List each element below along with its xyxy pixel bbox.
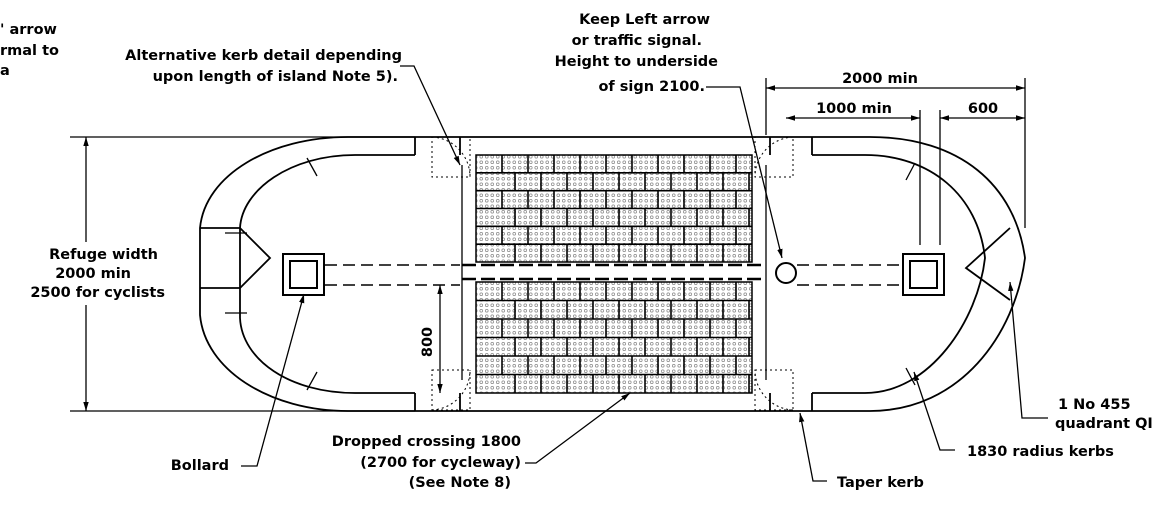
refuge-width-line-3: 2500 for cyclists [30,285,165,301]
dropped-crossing-line-1: Dropped crossing 1800 [332,434,521,450]
bollard-label: Bollard [171,458,229,474]
dim-offset-label: 600 [968,101,998,117]
dropped-crossing-line-3: (See Note 8) [409,475,511,491]
quadrant-line-1: 1 No 455 [1058,397,1131,413]
taper-kerb-label: Taper kerb [837,475,924,491]
fragment-line-1: ' arrow [0,22,57,38]
dropped-crossing-line-2: (2700 for cycleway) [360,455,521,471]
alternative-kerb-details [431,136,794,411]
dimension-top [765,78,1026,245]
refuge-width-line-2: 2000 min [55,266,131,282]
fragment-line-3: a [0,63,10,79]
alt-kerb-line-2: upon length of island Note 5). [153,69,398,85]
radius-kerbs-label: 1830 radius kerbs [967,444,1114,460]
crossing-centre-line [462,263,766,281]
bollard-right [902,253,945,296]
radius-kerb-joints [225,157,916,391]
tactile-paving [475,154,753,394]
dimension-refuge-width [70,136,415,412]
sign-post [775,262,797,284]
keep-left-line-4: of sign 2100. [598,79,705,95]
dim-overall-label: 2000 min [842,71,918,87]
leader-lines [241,65,1048,482]
bollard-left [282,253,325,296]
paving-courses-bottom [476,282,752,393]
dim-800-label: 800 [420,327,436,357]
dim-inner-label: 1000 min [816,101,892,117]
quadrant-kerbs [200,227,1011,301]
paving-courses-top [476,155,752,262]
alt-kerb-line-1: Alternative kerb detail depending [125,48,402,64]
keep-left-line-3: Height to underside [555,54,719,70]
quadrant-line-2: quadrant QI [1055,416,1153,432]
fragment-line-2: rmal to [0,43,59,59]
refuge-width-line-1: Refuge width [49,247,158,263]
keep-left-line-2: or traffic signal. [572,33,702,49]
keep-left-line-1: Keep Left arrow [579,12,710,28]
